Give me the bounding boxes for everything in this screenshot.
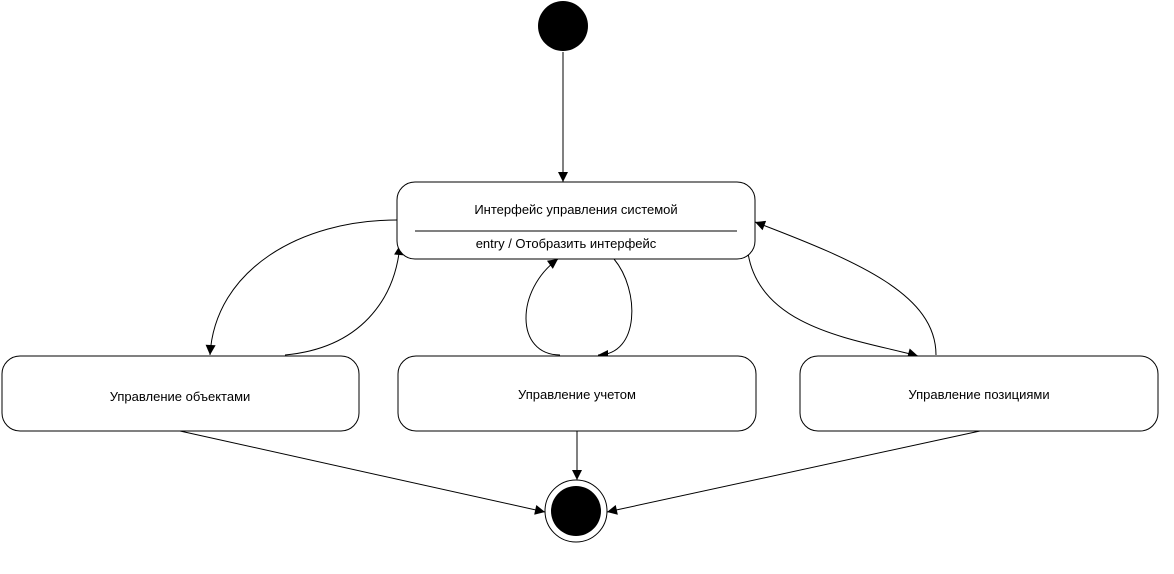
transition-objects-to-main bbox=[284, 244, 405, 356]
state-main-name: Интерфейс управления системой bbox=[474, 202, 677, 217]
transition-main-to-positions bbox=[747, 252, 919, 359]
state-positions-name: Управление позициями bbox=[908, 387, 1049, 402]
transition-accounting-to-main bbox=[525, 258, 561, 356]
transition-main-to-accounting bbox=[597, 258, 633, 360]
transitions bbox=[179, 52, 981, 515]
state-objects-name: Управление объектами bbox=[110, 389, 251, 404]
state-main: Интерфейс управления системой entry / От… bbox=[396, 181, 756, 260]
state-accounting-name: Управление учетом bbox=[518, 387, 636, 402]
transition-positions-to-main bbox=[754, 220, 937, 356]
transition-positions-to-final bbox=[606, 430, 981, 515]
initial-node bbox=[538, 1, 588, 51]
state-positions: Управление позициями bbox=[799, 355, 1159, 432]
transition-main-to-objects bbox=[205, 219, 398, 356]
transition-objects-to-final bbox=[179, 430, 546, 515]
state-objects: Управление объектами bbox=[1, 355, 360, 432]
final-node bbox=[544, 479, 608, 543]
state-accounting: Управление учетом bbox=[397, 355, 757, 432]
state-main-entry-action: entry / Отобразить интерфейс bbox=[476, 236, 657, 251]
